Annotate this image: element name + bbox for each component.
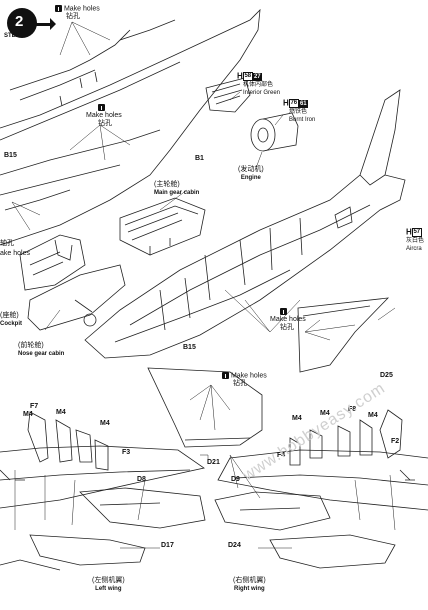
engine-label-cn: (发动机)	[238, 166, 264, 173]
part-label-d24: D24	[228, 542, 241, 549]
part-label-m4: M4	[368, 412, 378, 419]
paint-letter: H	[237, 71, 243, 81]
tail-part-d21	[147, 367, 263, 448]
part-label-d21: D21	[207, 459, 220, 466]
left-wing-label-cn: (左侧机翼)	[92, 577, 125, 584]
paint-code: 76	[288, 99, 299, 108]
part-label-d17: D17	[161, 542, 174, 549]
step-badge: 2 STEP	[2, 6, 56, 40]
left-wing-label-en: Left wing	[95, 586, 122, 592]
paint-name-cn: 机体内部色	[243, 82, 274, 89]
cockpit-part	[19, 234, 86, 291]
paint-letter: H	[406, 228, 412, 237]
tail-part-d25	[297, 297, 390, 373]
paint-name-en: Aircra	[406, 246, 422, 253]
paint-name-en: Interior Green	[243, 90, 281, 97]
nose-gear-cabin-part	[27, 264, 126, 331]
engine-label-en: Engine	[240, 175, 261, 181]
paint-code: 57	[411, 228, 422, 237]
part-label-f2: F2	[391, 438, 400, 445]
paint-name-en: Burnt Iron	[289, 117, 316, 124]
paint-code-alt: 27	[252, 72, 262, 81]
step-number: 2	[15, 13, 24, 30]
engine-label: (发动机) Engine	[238, 166, 264, 182]
step-label: STEP	[4, 33, 20, 39]
right-wing-label: (右侧机翼) Right wing	[233, 577, 266, 593]
part-label-m4: M4	[100, 420, 110, 427]
cropped-make-holes: ake holes	[0, 250, 30, 257]
left-wing-assembly	[0, 411, 206, 571]
part-label-f7: F7	[30, 403, 39, 410]
part-label-d8: D8	[137, 476, 146, 483]
right-wing-assembly	[214, 409, 428, 569]
main-gear-cabin-part	[119, 197, 206, 256]
make-holes-cn: 钻孔	[280, 324, 294, 332]
left-wing-label: (左侧机翼) Left wing	[92, 577, 125, 593]
part-label-m4: M4	[320, 410, 330, 417]
nose-gear-label-cn: (前轮舱)	[18, 342, 44, 349]
cockpit-label-cn: (座舱)	[0, 312, 19, 319]
make-holes-cn: 钻孔	[233, 380, 247, 388]
drill-icon	[55, 5, 62, 12]
make-holes-callout-1: Make holes 钻孔	[55, 5, 100, 21]
engine-part	[250, 112, 299, 152]
make-holes-cn: 钻孔	[98, 120, 112, 128]
leader-lines	[11, 21, 396, 549]
part-label-d9: D9	[231, 476, 240, 483]
paint-code-alt: 61	[298, 99, 308, 108]
cockpit-label-en: Cockpit	[0, 321, 23, 327]
right-wing-label-cn: (右侧机翼)	[233, 577, 266, 584]
fuselage-left-half	[0, 8, 261, 246]
fuselage-right-half	[84, 89, 406, 359]
make-holes-text: Make holes	[270, 316, 306, 324]
drill-icon	[222, 372, 229, 379]
part-label-f4: F4	[277, 452, 286, 459]
drill-icon	[98, 104, 105, 111]
make-holes-callout-4: Make holes 钻孔	[222, 372, 267, 388]
main-gear-label-cn: (主轮舱)	[154, 181, 180, 188]
make-holes-text: Make holes	[86, 112, 122, 120]
part-label-m4: M4	[56, 409, 66, 416]
nose-gear-label-en: Nose gear cabin	[18, 351, 65, 357]
main-gear-label: (主轮舱) Main gear cabin	[154, 181, 199, 197]
make-holes-callout-2: Make holes 钻孔	[86, 104, 122, 128]
make-holes-cn: 钻孔	[66, 13, 80, 21]
part-label-b15-lower: B15	[183, 344, 196, 351]
part-label-f8: F8	[348, 406, 357, 413]
paint-name-cn: 燃铁色	[289, 109, 308, 116]
make-holes-text: Make holes	[63, 5, 100, 13]
part-label-m4: M4	[23, 411, 33, 418]
part-label-d25: D25	[380, 372, 393, 379]
cropped-holes-cn: 轴孔	[0, 240, 14, 247]
paint-code: 58	[242, 72, 253, 81]
part-label-b15: B15	[4, 152, 17, 159]
part-label-b1: B1	[195, 155, 204, 162]
drill-icon	[280, 308, 287, 315]
paint-letter: H	[283, 98, 289, 108]
make-holes-callout-3: Make holes 钻孔	[270, 308, 306, 332]
paint-name-cn: 灰白色	[406, 238, 425, 245]
part-label-m4: M4	[292, 415, 302, 422]
part-label-f3: F3	[122, 449, 131, 456]
make-holes-text: Make holes	[230, 372, 267, 380]
cockpit-label: (座舱) Cockpit	[0, 312, 22, 328]
step-circle-icon	[7, 8, 56, 38]
nose-gear-label: (前轮舱) Nose gear cabin	[18, 342, 64, 358]
main-gear-label-en: Main gear cabin	[154, 190, 200, 196]
right-wing-label-en: Right wing	[234, 586, 265, 592]
